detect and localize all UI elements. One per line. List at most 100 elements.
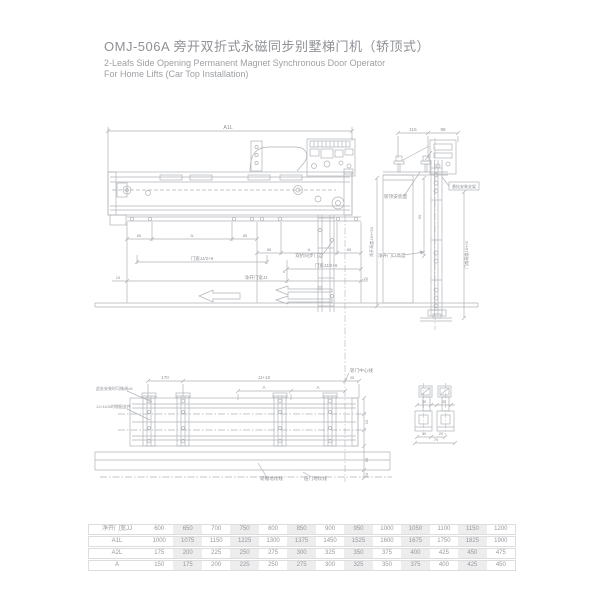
dim-90: 90 xyxy=(417,214,422,219)
table-cell: 1600 xyxy=(380,538,394,544)
table-cell: 275 xyxy=(268,550,279,556)
label-door-centerline: 轿门中心线 xyxy=(350,367,373,374)
table-cell: 400 xyxy=(438,562,449,568)
table-cell: 1525 xyxy=(344,537,373,546)
label-clear-width: 净开门宽JJ xyxy=(245,274,268,281)
table-cell: 475 xyxy=(495,550,506,556)
title-cn: OMJ-506A 旁开双折式永磁同步别墅梯门机（轿顶式） xyxy=(104,39,431,54)
table-cell: 275 xyxy=(287,561,316,570)
table-cell: 250 xyxy=(230,549,259,558)
section-dim-70: 70 xyxy=(434,437,439,442)
label-hanging-bracket: 悬挂安装支架 xyxy=(452,183,476,189)
section-view xyxy=(412,383,458,446)
table-cell: 1150 xyxy=(209,538,223,544)
section-dim-30: 30 xyxy=(422,431,427,436)
table-cell: 1900 xyxy=(494,538,508,544)
table-cell: 1100 xyxy=(437,526,451,532)
table-cell: 325 xyxy=(325,550,336,556)
table-cell: 425 xyxy=(438,550,449,556)
table-cell: 1075 xyxy=(173,537,202,546)
table-cell: 1225 xyxy=(230,537,259,546)
dim-15: 15 xyxy=(364,419,369,424)
label-panel-width-left: 门宽JJ/2+6 xyxy=(191,255,214,262)
section-dim-20: 20 xyxy=(439,431,444,436)
label-opening-height: 净开门口高度 xyxy=(378,252,406,259)
table-cell: 1150 xyxy=(458,525,487,534)
plan-view xyxy=(94,372,392,481)
dim-60: 60 xyxy=(364,457,369,462)
row-label: 净开门宽JJ xyxy=(101,526,132,532)
label-cartop-surface: 轿顶安装面 xyxy=(384,193,407,200)
controller-box xyxy=(306,138,356,177)
label-panel-width-right: 门宽JJ/2+6 xyxy=(315,262,338,269)
table-cell: 225 xyxy=(211,550,222,556)
dim-jj10: JJ+10 xyxy=(258,375,271,380)
centerlines xyxy=(344,138,436,482)
table-cell: 300 xyxy=(325,562,336,568)
dim-end-left: 15 xyxy=(116,275,121,280)
table-cell: 400 xyxy=(401,549,430,558)
dim-a-1: A xyxy=(262,385,266,390)
label-landing-sill-line: 层门地坎线 xyxy=(304,475,327,482)
table-cell: 1000 xyxy=(152,538,166,544)
table-cell: 225 xyxy=(230,561,259,570)
row-label: A2L xyxy=(111,550,123,556)
table-cell: 350 xyxy=(381,562,392,568)
table-cell: 1450 xyxy=(323,538,337,544)
dim-gap-5: 5 xyxy=(283,269,286,274)
dim-a-2: A xyxy=(316,385,320,390)
table-cell: 250 xyxy=(268,562,279,568)
row-label: A1L xyxy=(111,538,123,544)
table-cell: 1200 xyxy=(494,526,508,532)
table-cell: 900 xyxy=(325,526,336,532)
table-cell: 300 xyxy=(287,549,316,558)
table-cell: 200 xyxy=(211,562,222,568)
left-door-arrow xyxy=(198,289,241,303)
dim-35: 35 xyxy=(350,375,355,380)
table-cell: 1825 xyxy=(458,537,487,546)
label-car-sill-line: 轿厢地坎线 xyxy=(260,475,283,482)
dim-right-jl: JL xyxy=(307,247,312,252)
right-door-arrow-1 xyxy=(275,285,333,296)
table-cell: 375 xyxy=(401,561,430,570)
table-cell: 1750 xyxy=(437,538,451,544)
table-cell: 450 xyxy=(495,562,506,568)
table-cell: 325 xyxy=(344,561,373,570)
front-view xyxy=(94,127,479,312)
hanger-brackets xyxy=(142,395,337,447)
table-cell: 425 xyxy=(458,561,487,570)
dim-10: 10 xyxy=(364,472,369,477)
side-view xyxy=(374,130,480,322)
dim-panel-height: 门扇高度JJH+5 xyxy=(463,241,469,269)
dim-left-85b: 85 xyxy=(243,233,248,238)
table-cell: 600 xyxy=(154,526,165,532)
door-vane-column xyxy=(317,215,335,312)
table-cell: 375 xyxy=(381,550,392,556)
dim-170: 170 xyxy=(161,375,169,380)
table-cell: 175 xyxy=(173,561,202,570)
title-en-2: For Home Lifts (Car Top Installation) xyxy=(104,69,249,79)
dim-115: 115 xyxy=(409,127,417,132)
table-cell: 650 xyxy=(173,525,202,534)
dim-right-85b: 85 xyxy=(347,247,352,252)
table-cell: 1675 xyxy=(401,537,430,546)
table-cell: 175 xyxy=(154,550,165,556)
table-cell: 1050 xyxy=(401,525,430,534)
dim-end-right: 20 xyxy=(364,276,369,281)
table-cell: 200 xyxy=(173,549,202,558)
dim-a1l: A1L xyxy=(223,125,232,131)
table-cell: 150 xyxy=(154,562,165,568)
label-door-vane: 双折同步门刀 xyxy=(295,252,323,259)
table-cell: 1375 xyxy=(287,537,316,546)
table-cell: 950 xyxy=(344,525,373,534)
title-block: OMJ-506A 旁开双折式永磁同步别墅梯门机（轿顶式） 2-Leafs Sid… xyxy=(104,36,430,80)
dim-left-85a: 85 xyxy=(137,233,142,238)
right-door-arrow-2 xyxy=(274,295,333,305)
dim-98: 98 xyxy=(440,127,446,132)
dim-clear-height: 净开高度JJH+50 xyxy=(368,226,374,256)
dim-left-jl: JL xyxy=(190,233,195,238)
